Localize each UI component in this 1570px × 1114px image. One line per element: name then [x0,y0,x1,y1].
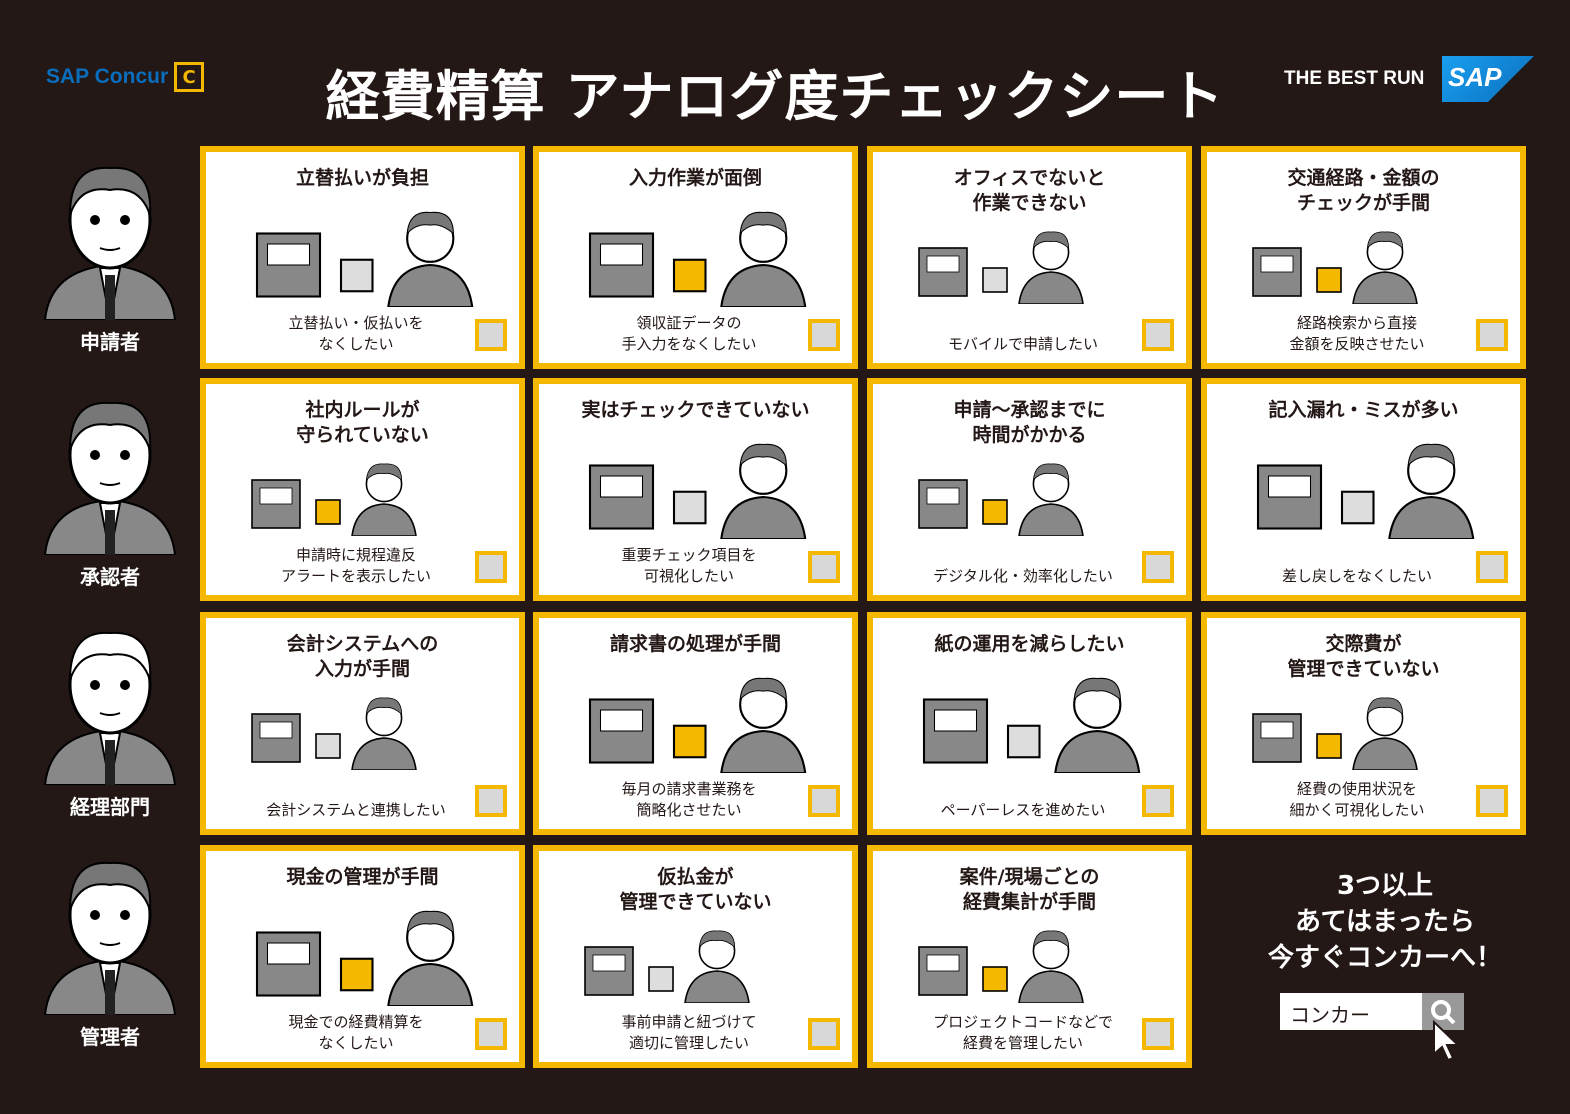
card-caption: 経費の使用状況を 細かく可視化したい [1289,780,1425,819]
illustration-icon [918,930,1084,1003]
checkbox[interactable] [1476,319,1508,351]
search-input[interactable]: コンカー [1280,993,1422,1030]
card-caption: 立替払い・仮払いを なくしたい [288,314,424,353]
role-label: 管理者 [80,1025,140,1049]
checkbox[interactable] [475,1018,507,1050]
role-label: 申請者 [80,330,140,354]
illustration-icon [584,930,750,1003]
check-card: 交際費が 管理できていない 経費の使用状況を 細かく可視化したい [1201,612,1526,835]
card-title: 交通経路・金額の チェックが手間 [1287,167,1440,214]
check-card: 入力作業が面倒 領収証データの 手入力をなくしたい [533,146,858,369]
concur-mark-icon: C [174,62,205,92]
checkbox[interactable] [475,785,507,817]
card-title: 交際費が 管理できていない [1287,633,1440,680]
card-caption: 申請時に規程違反 アラートを表示したい [280,546,431,585]
card-caption: デジタル化・効率化したい [933,567,1113,585]
search-box[interactable]: コンカー [1280,993,1464,1030]
card-title: 会計システムへの 入力が手間 [286,633,439,680]
check-card: 会計システムへの 入力が手間 会計システムと連携したい [200,612,525,835]
person-avatar-icon [43,166,177,320]
illustration-icon [922,677,1141,773]
card-caption: プロジェクトコードなどで 経費を管理したい [933,1013,1113,1052]
check-card: 案件/現場ごとの 経費集計が手間 プロジェクトコードなどで 経費を管理したい [867,845,1192,1068]
search-button[interactable] [1422,993,1464,1030]
card-title: 紙の運用を減らしたい [934,633,1125,655]
tagline: THE BEST RUN [1284,68,1425,89]
page-title: 経費精算 アナログ度チェックシート [325,65,1225,128]
check-card: 仮払金が 管理できていない 事前申請と紐づけて 適切に管理したい [533,845,858,1068]
checkbox[interactable] [808,551,840,583]
checkbox[interactable] [1476,785,1508,817]
illustration-icon [918,231,1084,304]
mouse-cursor-icon [1433,1020,1460,1062]
card-title: 現金の管理が手間 [286,866,439,888]
check-card: 紙の運用を減らしたい ペーパーレスを進めたい [867,612,1192,835]
role-label: 承認者 [80,565,140,589]
check-card: 現金の管理が手間 現金での経費精算を なくしたい [200,845,525,1068]
card-title: オフィスでないと 作業できない [953,167,1106,214]
card-caption: 経路検索から直接 金額を反映させたい [1289,314,1425,353]
check-card: 申請〜承認までに 時間がかかる デジタル化・効率化したい [867,378,1192,601]
check-card: 交通経路・金額の チェックが手間 経路検索から直接 金額を反映させたい [1201,146,1526,369]
card-title: 仮払金が 管理できていない [619,866,772,913]
role-3: 管理者 [20,845,200,1050]
check-card: 請求書の処理が手間 毎月の請求書業務を 簡略化させたい [533,612,858,835]
card-title: 立替払いが負担 [295,167,429,189]
check-card: 社内ルールが 守られていない 申請時に規程違反 アラートを表示したい [200,378,525,601]
card-caption: 重要チェック項目を 可視化したい [621,546,757,585]
role-0: 申請者 [20,150,200,355]
person-avatar-icon [43,631,177,785]
card-caption: 領収証データの 手入力をなくしたい [621,314,757,353]
illustration-icon [255,910,474,1006]
illustration-icon [255,211,474,307]
checkbox[interactable] [808,319,840,351]
sap-concur-logo: SAP Concur C [46,62,205,92]
illustration-icon [1256,443,1475,539]
illustration-icon [1252,231,1418,304]
cta-text: 3つ以上 あてはまったら 今すぐコンカーへ！ [1267,871,1502,973]
checkbox[interactable] [808,785,840,817]
card-caption: 現金での経費精算を なくしたい [288,1013,424,1052]
card-caption: ペーパーレスを進めたい [940,801,1106,819]
card-title: 記入漏れ・ミスが多い [1268,399,1459,421]
illustration-icon [588,443,807,539]
check-card: 記入漏れ・ミスが多い 差し戻しをなくしたい [1201,378,1526,601]
card-title: 案件/現場ごとの 経費集計が手間 [959,866,1100,913]
card-title: 入力作業が面倒 [628,167,762,189]
sap-logo: SAP [1442,56,1534,102]
card-title: 請求書の処理が手間 [609,633,781,655]
card-caption: モバイルで申請したい [947,335,1098,353]
illustration-icon [251,697,417,770]
checkbox[interactable] [475,551,507,583]
check-card: 実はチェックできていない 重要チェック項目を 可視化したい [533,378,858,601]
checkbox[interactable] [1142,551,1174,583]
check-card: 立替払いが負担 立替払い・仮払いを なくしたい [200,146,525,369]
illustration-icon [918,463,1084,536]
illustration-icon [1252,697,1418,770]
card-caption: 事前申請と紐づけて 適切に管理したい [621,1013,757,1052]
check-card: オフィスでないと 作業できない モバイルで申請したい [867,146,1192,369]
person-avatar-icon [43,401,177,555]
checkbox[interactable] [1142,1018,1174,1050]
brand-name: SAP Concur [46,65,169,88]
checkbox[interactable] [1142,319,1174,351]
checkbox[interactable] [475,319,507,351]
checkbox[interactable] [1142,785,1174,817]
card-title: 社内ルールが 守られていない [296,399,429,446]
role-1: 承認者 [20,385,200,590]
checkbox[interactable] [1476,551,1508,583]
role-2: 経理部門 [20,615,200,820]
person-avatar-icon [43,861,177,1015]
card-title: 実はチェックできていない [581,399,810,421]
illustration-icon [588,211,807,307]
search-icon [1431,999,1456,1024]
checkbox[interactable] [808,1018,840,1050]
illustration-icon [251,463,417,536]
card-caption: 差し戻しをなくしたい [1281,567,1432,585]
card-caption: 会計システムと連携したい [266,801,446,819]
card-title: 申請〜承認までに 時間がかかる [953,399,1106,446]
role-label: 経理部門 [70,795,150,819]
card-caption: 毎月の請求書業務を 簡略化させたい [621,780,757,819]
illustration-icon [588,677,807,773]
